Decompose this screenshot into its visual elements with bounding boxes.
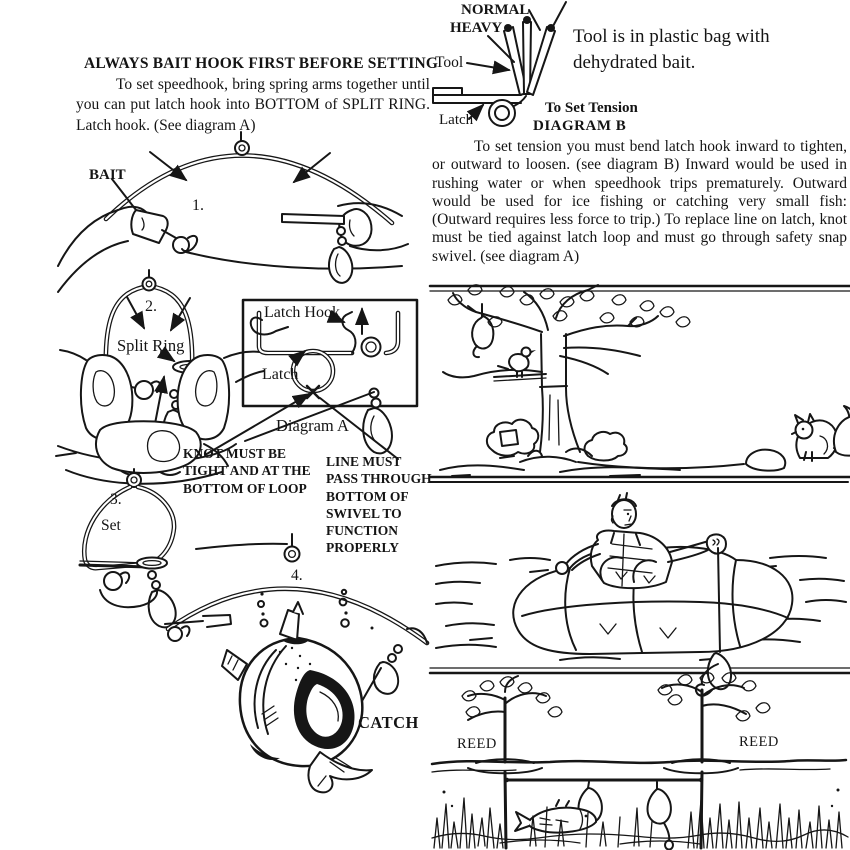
diagram-b-illustration: [432, 1, 567, 127]
step-3-number: 3.: [110, 491, 122, 508]
diagram-b-label-latch: Latch: [439, 112, 474, 128]
diagram-b-caption-tension: To Set Tension: [545, 100, 638, 116]
diagram-b-label-tool: Tool: [435, 54, 464, 71]
knot-note: KNOT MUST BE TIGHT AND AT THE BOTTOM OF …: [183, 446, 311, 496]
tree-panel-illustration: [439, 284, 850, 477]
diagram-b-caption: DIAGRAM B: [533, 118, 627, 134]
diagram-a-caption: Diagram A: [276, 416, 349, 435]
tool-note: Tool is in plastic bag with dehydrated b…: [573, 26, 770, 73]
diagram-b-label-normal: NORMAL: [461, 2, 530, 18]
set-label: Set: [101, 517, 121, 534]
reed-label-right: REED: [739, 734, 779, 750]
step-2-illustration: [57, 269, 265, 485]
panel-borders: [428, 284, 850, 675]
step-2-number: 2.: [145, 298, 157, 315]
step-3-illustration: [55, 420, 229, 629]
split-ring-label: Split Ring: [117, 336, 185, 355]
page-title: ALWAYS BAIT HOOK FIRST BEFORE SETTING: [84, 55, 439, 72]
step-4-number: 4.: [291, 567, 303, 584]
line-note: LINE MUST PASS THROUGH BOTTOM OF SWIVEL …: [326, 454, 432, 556]
tension-paragraph: To set tension you must bend latch hook …: [432, 138, 847, 265]
raft-panel-illustration: [435, 492, 847, 697]
reed-label-left: REED: [457, 736, 497, 752]
catch-label: CATCH: [358, 713, 419, 732]
intro-paragraph: To set speedhook, bring spring arms toge…: [76, 76, 430, 134]
reed-panel-illustration: [430, 663, 849, 850]
step-1-illustration: [57, 131, 409, 293]
step-1-number: 1.: [192, 197, 204, 214]
bait-label: BAIT: [89, 167, 126, 183]
latch-label: Latch: [262, 366, 299, 383]
latch-hook-label: Latch Hook: [264, 304, 340, 321]
diagram-b-label-heavy: HEAVY: [450, 20, 503, 36]
step-4-illustration: [164, 533, 430, 794]
diagram-a-illustration: [204, 298, 419, 460]
